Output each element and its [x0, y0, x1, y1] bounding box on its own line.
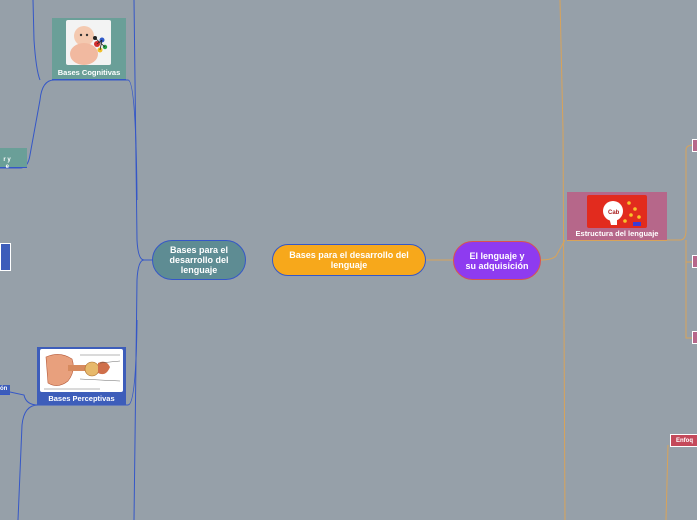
- right-partial-node[interactable]: Enfoq: [670, 434, 697, 447]
- brain-image: Cab: [587, 195, 647, 228]
- right-partial-box-2[interactable]: [692, 255, 697, 268]
- svg-text:Cab: Cab: [608, 210, 620, 216]
- baby-image: [66, 20, 111, 65]
- cognitive-label: Bases Cognitivas: [57, 68, 121, 77]
- right-partial-box-3[interactable]: [692, 331, 697, 344]
- ear-anatomy-image: [40, 349, 123, 392]
- left-partial-label-2: ón: [0, 386, 8, 392]
- central-topic-label: El lenguaje y su adquisición: [465, 250, 529, 271]
- perceptual-card[interactable]: Bases Perceptivas: [37, 347, 126, 405]
- central-topic-node[interactable]: El lenguaje y su adquisición: [453, 241, 541, 280]
- main-topic-label: Bases para el desarrollo del lenguaje: [289, 250, 409, 270]
- sub-topic-label: Bases para el desarrollo del lenguaje: [169, 245, 229, 275]
- sub-topic-node[interactable]: Bases para el desarrollo del lenguaje: [152, 240, 246, 280]
- structure-label: Estructura del lenguaje: [575, 229, 659, 238]
- left-partial-node[interactable]: r y e: [0, 148, 27, 170]
- right-partial-box-1[interactable]: [692, 139, 697, 152]
- main-topic-node[interactable]: Bases para el desarrollo del lenguaje: [272, 244, 426, 276]
- perceptual-label: Bases Perceptivas: [48, 394, 115, 403]
- structure-card[interactable]: Cab Estructura del lenguaje: [567, 192, 667, 241]
- cognitive-card[interactable]: Bases Cognitivas: [52, 18, 126, 80]
- left-partial-node-2[interactable]: ón: [0, 385, 10, 395]
- right-partial-label: Enfoq: [676, 438, 693, 444]
- left-partial-label: r y e: [3, 157, 11, 170]
- left-partial-box[interactable]: [0, 243, 11, 271]
